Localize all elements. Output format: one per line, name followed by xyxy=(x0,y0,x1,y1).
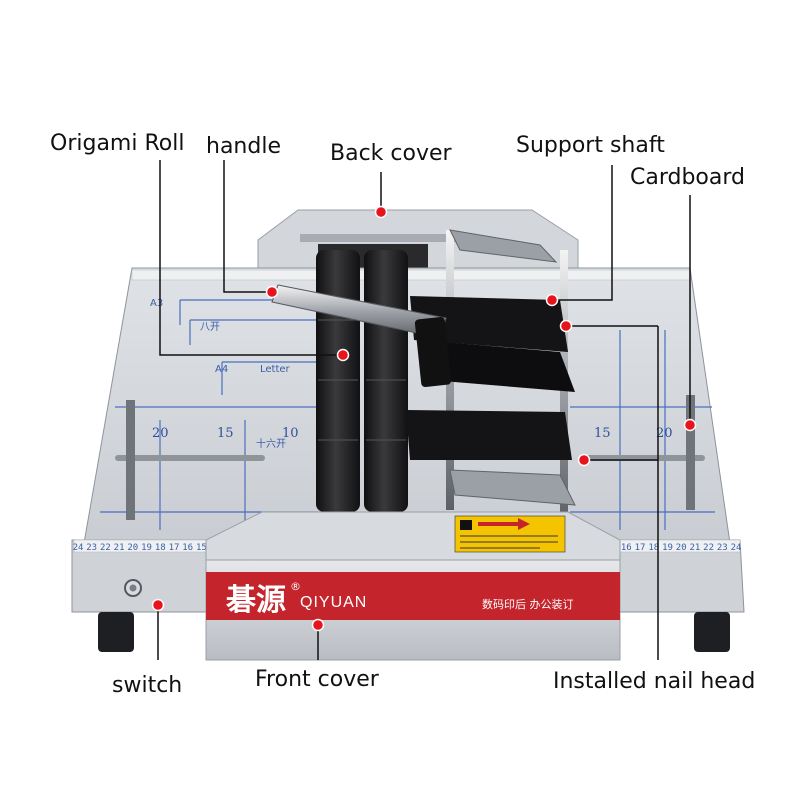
ruler-tick-label: 23 xyxy=(717,543,728,553)
red-dot-icon xyxy=(374,205,388,219)
scale-number-20-right: 20 xyxy=(656,426,673,441)
scale-number-15-right: 15 xyxy=(594,426,611,441)
brand-latin-name: QIYUAN xyxy=(300,594,367,611)
paper-size-a3: A3 xyxy=(150,298,163,309)
paper-size-letter: Letter xyxy=(260,364,291,375)
callout-markers xyxy=(151,205,697,632)
stapler-head-upper[interactable] xyxy=(410,296,575,392)
ruler-tick-label: 17 xyxy=(635,543,646,553)
label-cardboard: Cardboard xyxy=(630,165,745,190)
red-dot-icon xyxy=(683,418,697,432)
ruler-tick-label: 21 xyxy=(689,543,700,553)
ruler-tick-label: 21 xyxy=(114,543,125,553)
scale-number-10-left: 10 xyxy=(282,426,299,441)
ruler-tick-label: 22 xyxy=(703,543,714,553)
ruler-tick-label: 22 xyxy=(100,543,111,553)
cardboard-guide-left[interactable] xyxy=(126,400,135,520)
label-back-cover: Back cover xyxy=(330,141,453,166)
stapler-head-lower[interactable] xyxy=(406,410,572,460)
red-dot-icon xyxy=(336,348,350,362)
paper-size-8k: 八开 xyxy=(200,322,220,333)
label-switch: switch xyxy=(112,673,182,698)
red-dot-icon xyxy=(311,618,325,632)
ruler-tick-label: 19 xyxy=(141,543,152,553)
brand-registered-mark: ® xyxy=(290,580,301,593)
red-dot-icon xyxy=(545,293,559,307)
ruler-tick-label: 20 xyxy=(127,543,138,553)
scale-number-15-left: 15 xyxy=(217,426,234,441)
ruler-tick-label: 16 xyxy=(182,543,193,553)
cardboard-guide-right[interactable] xyxy=(686,395,695,510)
ruler-tick-label: 24 xyxy=(731,543,742,553)
ruler-tick-label: 16 xyxy=(621,543,632,553)
left-foot xyxy=(98,612,134,652)
callout-leader-lines xyxy=(157,160,691,660)
brand-slogan: 数码印后 办公装订 xyxy=(482,598,574,611)
ruler-tick-label: 17 xyxy=(169,543,180,553)
ruler-tick-label: 18 xyxy=(155,543,166,553)
brand-strip xyxy=(206,572,620,620)
front-cover-housing xyxy=(205,511,621,661)
ruler-tick-label: 18 xyxy=(648,543,659,553)
label-handle: handle xyxy=(206,134,281,159)
handle-bar[interactable] xyxy=(271,284,452,387)
back-cover-housing xyxy=(257,209,579,269)
label-origami-roll: Origami Roll xyxy=(50,131,184,156)
paper-size-a4: A4 xyxy=(215,364,228,375)
red-dot-icon xyxy=(559,319,573,333)
red-dot-icon xyxy=(265,285,279,299)
paper-size-16k: 十六开 xyxy=(256,437,286,450)
label-installed-nail-head: Installed nail head xyxy=(553,669,755,694)
red-dot-icon xyxy=(577,453,591,467)
ruler-tick-label: 15 xyxy=(196,543,207,553)
red-dot-icon xyxy=(151,598,165,612)
brand-chinese-name: 碁源 xyxy=(226,583,286,618)
ruler-tick-label: 19 xyxy=(662,543,673,553)
ruler-tick-label: 23 xyxy=(86,543,97,553)
right-foot xyxy=(694,612,730,652)
scale-number-20-left: 20 xyxy=(152,426,169,441)
warning-arrow-icon xyxy=(454,515,566,553)
label-front-cover: Front cover xyxy=(255,667,380,692)
label-support-shaft: Support shaft xyxy=(516,133,665,158)
power-switch[interactable] xyxy=(124,579,142,597)
ruler-tick-label: 20 xyxy=(676,543,687,553)
ruler-tick-label: 24 xyxy=(73,543,84,553)
